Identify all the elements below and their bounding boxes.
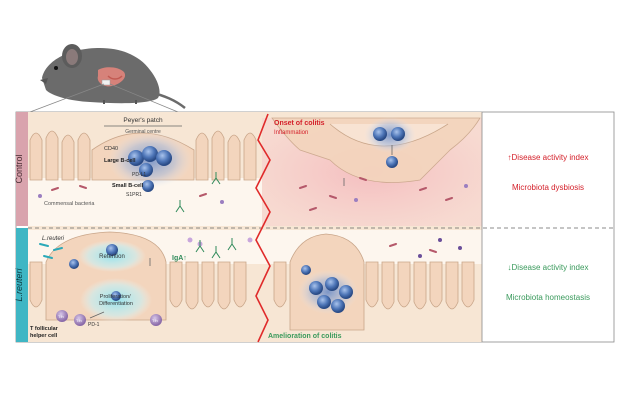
tfh-label-2: Tfh [76,318,82,323]
bcell [386,156,398,168]
tfh-cell-label: T follicular helper cell [30,326,59,339]
tfh-cells [56,310,162,326]
retention-label: Retention [99,254,125,260]
proliferation-label: Proliferation/ Differentiation [99,294,133,307]
large-bcell-label: Large B-cell [104,158,136,164]
large-bcell [142,146,158,162]
arrows [89,145,393,319]
small-bcell [142,180,154,192]
bcell [339,285,353,299]
tfh-label-3: Tfh [152,318,158,323]
bcell [391,127,405,141]
control-dai-text: ↑Disease activity index [508,153,589,162]
amelioration-bcells [301,265,353,313]
control-group-label: Control [14,154,24,183]
control-bar [16,112,28,226]
mouse-illustration [29,44,186,113]
tfh-label-1: Tfh [58,314,64,319]
lreuteri-bcells [69,244,121,301]
microbe-dots [38,184,468,258]
germinal-centre-label: Germinal centre [125,129,161,135]
proliferation-line2: Differentiation [99,301,133,307]
control-villi [29,130,257,181]
lreuteri-group-label: L.reuteri [14,267,24,301]
tfh-cell-line2: helper cell [30,333,58,339]
break-line [255,113,271,343]
lreuteri-dai-text: ↓Disease activity index [508,263,589,272]
bcell [325,277,339,291]
lreuteri-villi [29,261,475,310]
bacteria [39,177,453,259]
large-bcell [128,150,144,166]
inflamed-glow [364,117,416,153]
bcell [331,299,345,313]
pd1-label: PD-1 [88,322,100,328]
large-bcell [139,163,153,177]
tfh-cell-line1: T follicular [30,326,59,332]
inflamed-bcells [373,127,405,168]
bcell [106,244,118,256]
tfh-cell [74,314,86,326]
bcell [373,127,387,141]
lreuteri-bacteria-label: L.reuteri [42,236,65,242]
onset-label: Onset of colitis [274,120,325,127]
bcell [111,291,121,301]
lreuteri-microbiota-text: Microbiota homeostasis [506,293,590,302]
s1pr1-label: S1PR1 [126,192,142,198]
iga-antibodies [175,172,237,259]
amelioration-label: Amelioration of colitis [268,333,342,340]
control-microbiota-text: Microbiota dysbiosis [512,183,584,192]
cd40-label: CD40 [104,146,118,152]
lreuteri-bar [16,228,28,342]
bcell [309,281,323,295]
proliferation-line1: Proliferation/ [100,294,131,300]
small-bcell-label: Small B-cell [112,183,144,189]
large-bcell [156,150,172,166]
bcell [317,295,331,309]
pdl1-label: PD-L1 [132,172,146,178]
control-bcells [128,146,172,192]
peyers-patch-label: Peyer's patch [123,117,163,124]
tfh-cell [56,310,68,322]
commensal-label: Commensal bacteria [44,201,95,207]
iga-label: IgA↑ [172,255,187,262]
inflammation-label: Inflammation [274,130,308,136]
bcell [301,265,311,275]
bcell [69,259,79,269]
tfh-cell [150,314,162,326]
